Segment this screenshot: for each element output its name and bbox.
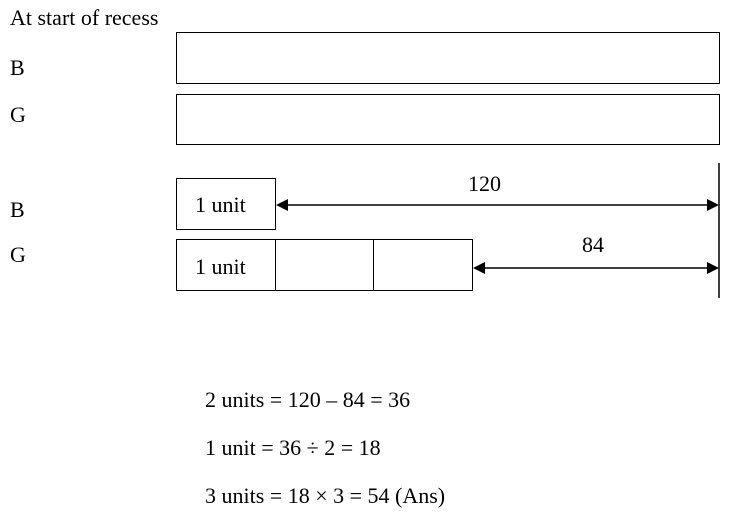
working-line-1: 2 units = 120 – 84 = 36 xyxy=(205,387,411,412)
girls-difference-label: 84 xyxy=(582,232,604,257)
working-line-2: 1 unit = 36 ÷ 2 = 18 xyxy=(205,435,381,460)
bottom-boys-label: B xyxy=(10,197,25,222)
boys-difference-arrow xyxy=(276,199,719,211)
working-line-3: 3 units = 18 × 3 = 54 (Ans) xyxy=(205,483,446,508)
top-boys-label: B xyxy=(10,55,25,80)
boys-difference-label: 120 xyxy=(468,171,501,196)
top-girls-label: G xyxy=(10,102,26,127)
girls-unit-box-1: 1 unit xyxy=(176,239,276,291)
girls-unit-label: 1 unit xyxy=(195,254,246,279)
girls-difference-arrow xyxy=(473,262,719,274)
top-boys-bar xyxy=(176,32,720,84)
top-girls-bar xyxy=(176,94,720,145)
boys-unit-box: 1 unit xyxy=(176,178,276,230)
girls-unit-box-3 xyxy=(373,239,473,291)
boys-unit-label: 1 unit xyxy=(195,192,246,217)
diagram-title: At start of recess xyxy=(10,5,159,30)
bottom-girls-label: G xyxy=(10,242,26,267)
